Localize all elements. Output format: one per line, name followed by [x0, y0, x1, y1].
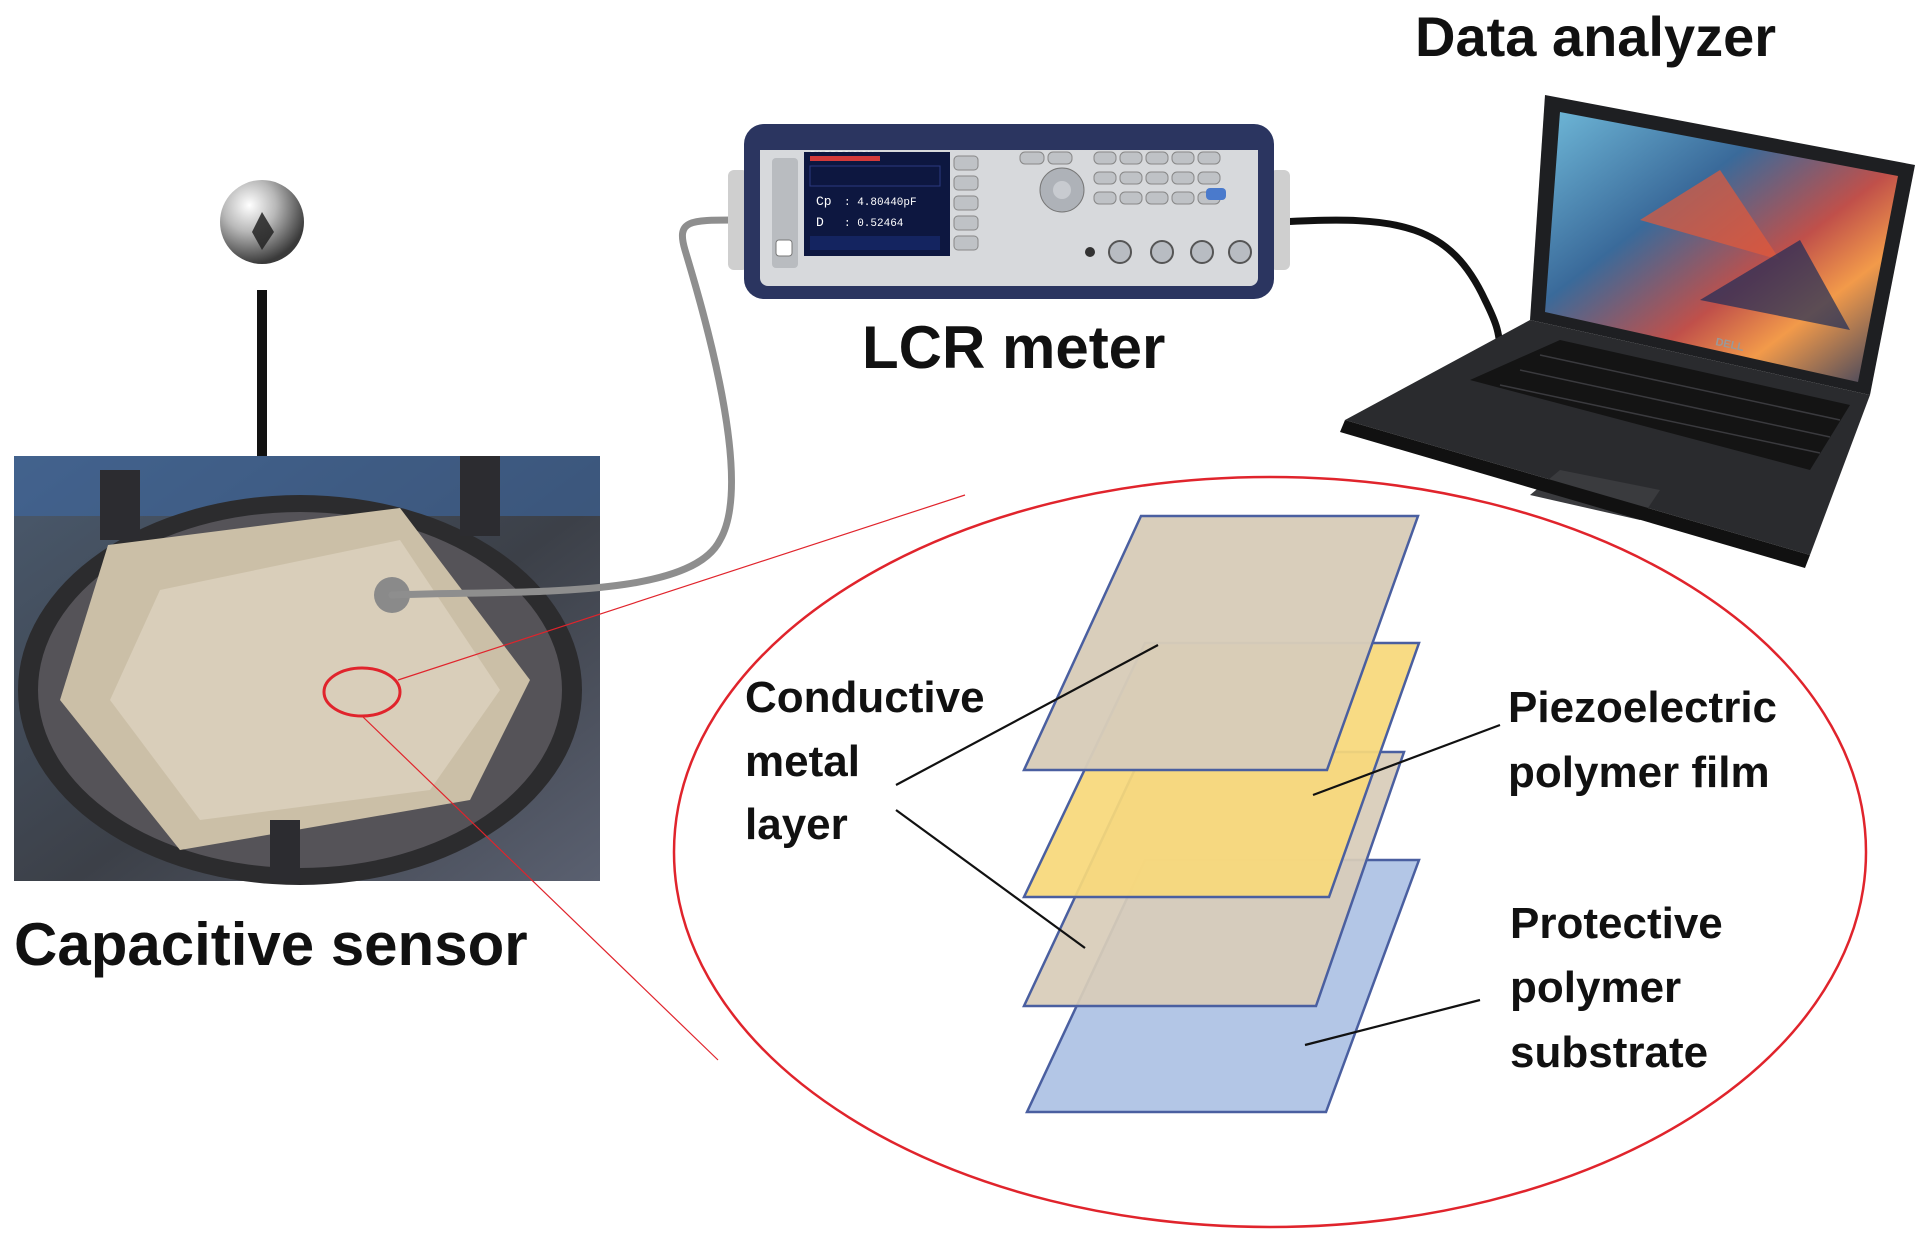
svg-text:polymer: polymer	[1510, 963, 1681, 1012]
svg-text:polymer film: polymer film	[1508, 748, 1770, 797]
sensor-photo	[14, 456, 600, 885]
svg-text:Protective: Protective	[1510, 899, 1723, 948]
protective-substrate-label: Protective polymer substrate	[1510, 899, 1723, 1077]
svg-text:metal: metal	[745, 737, 860, 786]
svg-text:Conductive: Conductive	[745, 673, 985, 722]
svg-text:Piezoelectric: Piezoelectric	[1508, 683, 1777, 732]
sensor-cable	[388, 216, 739, 599]
steel-ball-icon	[220, 180, 304, 264]
leader-lines	[895, 644, 1501, 1047]
meter-line1-value: : 4.80440pF	[844, 197, 917, 209]
lcr-meter-device: BK PRECISION Cp : 4.80440pF D : 0.52464	[728, 124, 1290, 299]
laptop-device: DELL	[1340, 95, 1915, 568]
conductive-layer-label: Conductive metal layer	[745, 673, 985, 849]
meter-line2-name: D	[816, 215, 824, 230]
data-analyzer-label: Data analyzer	[1415, 5, 1776, 68]
lcr-meter-label: LCR meter	[862, 314, 1165, 381]
svg-text:substrate: substrate	[1510, 1028, 1708, 1077]
laptop-brand-text: DELL	[1714, 336, 1745, 354]
zoom-line-top	[397, 494, 966, 681]
piezo-film-label: Piezoelectric polymer film	[1508, 683, 1777, 797]
top-conductive-layer	[1022, 514, 1420, 772]
svg-text:layer: layer	[745, 800, 848, 849]
meter-line1-name: Cp	[816, 194, 832, 209]
meter-line2-value: : 0.52464	[844, 218, 904, 230]
capacitive-sensor-label: Capacitive sensor	[14, 911, 528, 978]
zoom-line-bottom	[361, 715, 719, 1061]
laptop-cable	[1278, 216, 1504, 349]
